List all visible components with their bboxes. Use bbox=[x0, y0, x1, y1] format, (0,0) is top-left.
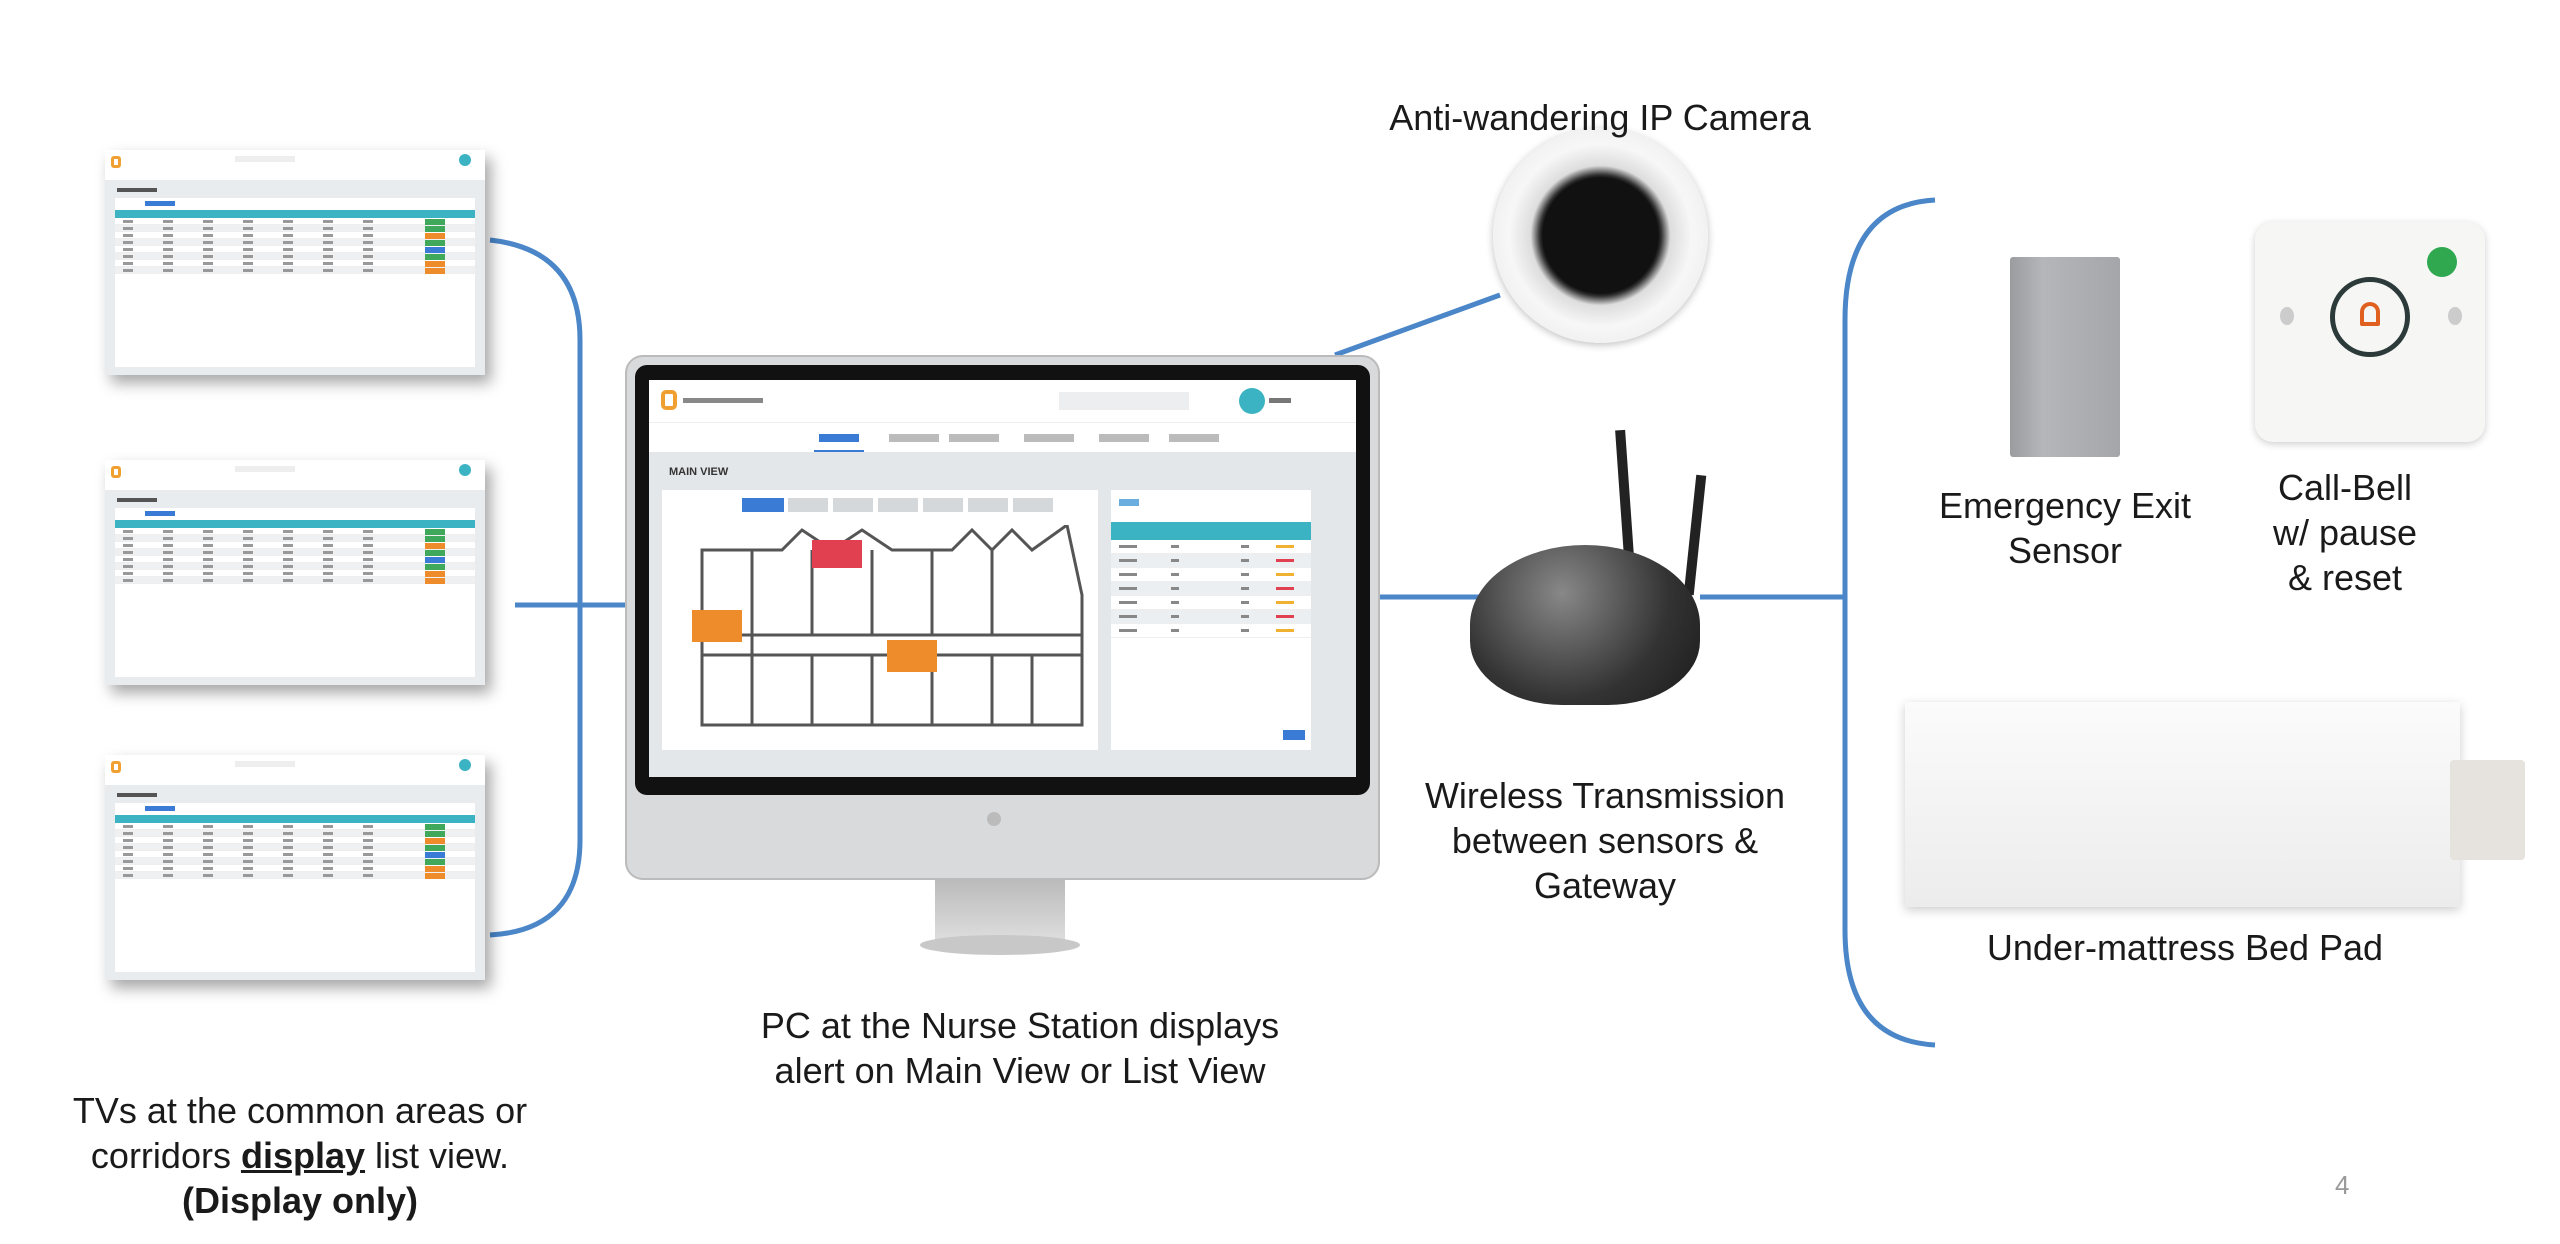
ip-camera-icon bbox=[1493, 128, 1708, 343]
call-bell-icon bbox=[2255, 222, 2485, 442]
monitor-stand bbox=[935, 880, 1065, 940]
alert-marker-red bbox=[812, 540, 862, 568]
alert-marker-orange bbox=[692, 610, 742, 642]
monitor-base bbox=[920, 935, 1080, 955]
tv-label: TVs at the common areas or corridors dis… bbox=[72, 1090, 528, 1221]
main-view-screen: MAIN VIEW bbox=[649, 380, 1356, 777]
floor-map-panel bbox=[662, 490, 1098, 750]
nurse-station-monitor: MAIN VIEW bbox=[625, 355, 1380, 880]
tab-alert[interactable] bbox=[889, 434, 939, 442]
alert-marker-orange bbox=[887, 640, 937, 672]
avatar[interactable] bbox=[1239, 388, 1265, 414]
bed-pad-flap bbox=[2450, 760, 2525, 860]
floor-plan bbox=[692, 525, 1084, 727]
bed-pad-label: Under-mattress Bed Pad bbox=[1986, 927, 2384, 968]
bed-pad-icon bbox=[1905, 702, 2460, 907]
gateway-icon bbox=[1470, 545, 1700, 705]
camera-label: Anti-wandering IP Camera bbox=[1389, 97, 1811, 138]
screen-title: MAIN VIEW bbox=[669, 466, 729, 478]
search-input[interactable] bbox=[1059, 392, 1189, 410]
tab-main[interactable] bbox=[819, 434, 859, 442]
exit-sensor-icon bbox=[2010, 257, 2120, 457]
page-number: 4 bbox=[2335, 1170, 2350, 1200]
tab-device[interactable] bbox=[1099, 434, 1149, 442]
event-panel bbox=[1111, 490, 1311, 750]
tv-list-view-1 bbox=[105, 150, 485, 375]
tv-list-view-3 bbox=[105, 755, 485, 980]
tv-list-view-2 bbox=[105, 460, 485, 685]
tab-list[interactable] bbox=[949, 434, 999, 442]
tab-bed[interactable] bbox=[1024, 434, 1074, 442]
tab-history[interactable] bbox=[1169, 434, 1219, 442]
app-logo-icon bbox=[661, 390, 677, 410]
